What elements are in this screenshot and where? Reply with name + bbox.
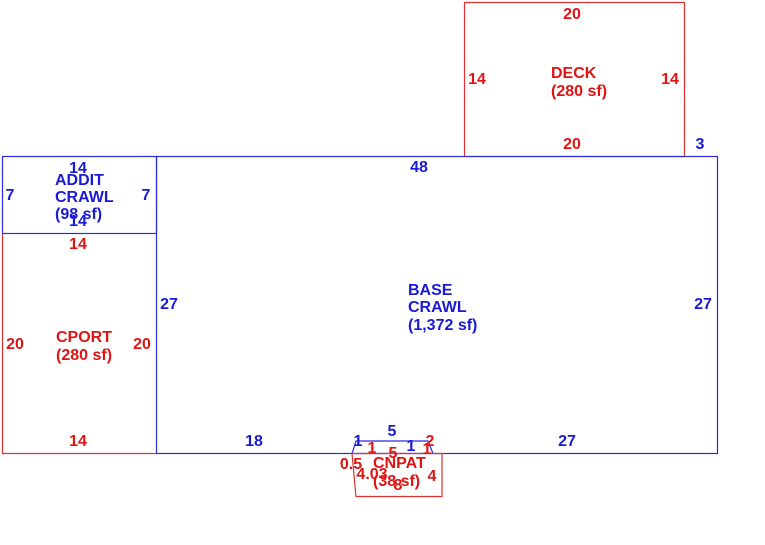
addit-dim-right: 7 — [142, 187, 151, 204]
deck-area: (280 sf) — [551, 83, 607, 100]
base-area: (1,372 sf) — [408, 317, 477, 334]
base-dim-bottom-left: 18 — [245, 433, 263, 450]
base-notch — [351, 440, 434, 454]
addit-dim-bottom: 14 — [69, 213, 87, 230]
cnpat-dim-d: 1 — [423, 441, 432, 458]
cnpat-label: CNPAT — [373, 455, 426, 472]
cport-dim-bottom: 14 — [69, 433, 87, 450]
cport-dim-right: 20 — [133, 336, 151, 353]
cport-dim-top: 14 — [69, 236, 87, 253]
cnpat-dim-f: 4.03 — [356, 466, 387, 483]
base-dim-top: 48 — [410, 159, 428, 176]
cport-label: CPORT — [56, 329, 112, 346]
deck-dim-right: 14 — [661, 71, 679, 88]
cport-dim-left: 20 — [6, 336, 24, 353]
cnpat-outline — [351, 452, 443, 498]
cnpat-area: (38 sf) — [373, 473, 420, 490]
cnpat-dim-a: 1 — [368, 440, 377, 457]
notch-dim-left: 1 — [354, 433, 363, 450]
deck-label: DECK — [551, 65, 597, 82]
deck-dim-top: 20 — [563, 6, 581, 23]
cnpat-dim-g: 4 — [428, 468, 437, 485]
addit-outline — [1, 155, 158, 235]
base-dim-left: 27 — [160, 296, 178, 313]
base-dim-right: 27 — [694, 296, 712, 313]
deck-offset-dim: 3 — [696, 136, 705, 153]
deck-dim-left: 14 — [468, 71, 486, 88]
addit-area: (98 sf) — [55, 206, 102, 223]
cport-outline — [1, 233, 157, 455]
addit-dim-left: 7 — [6, 187, 15, 204]
notch-dim-right: 1 — [407, 438, 416, 455]
cnpat-dim-e: 0.5 — [340, 456, 362, 473]
base-label-2: CRAWL — [408, 299, 467, 316]
addit-label-1: ADDIT — [55, 172, 104, 189]
base-dim-bottom-right: 27 — [558, 433, 576, 450]
cnpat-dim-h: 8 — [394, 477, 403, 494]
cport-area: (280 sf) — [56, 347, 112, 364]
base-label-1: BASE — [408, 282, 453, 299]
cnpat-dim-c: 2 — [426, 433, 435, 450]
addit-label-2: CRAWL — [55, 189, 114, 206]
notch-dim-top: 5 — [388, 423, 397, 440]
addit-dim-top: 14 — [69, 160, 87, 177]
cnpat-dim-b: 5 — [389, 445, 398, 462]
deck-dim-bottom: 20 — [563, 136, 581, 153]
